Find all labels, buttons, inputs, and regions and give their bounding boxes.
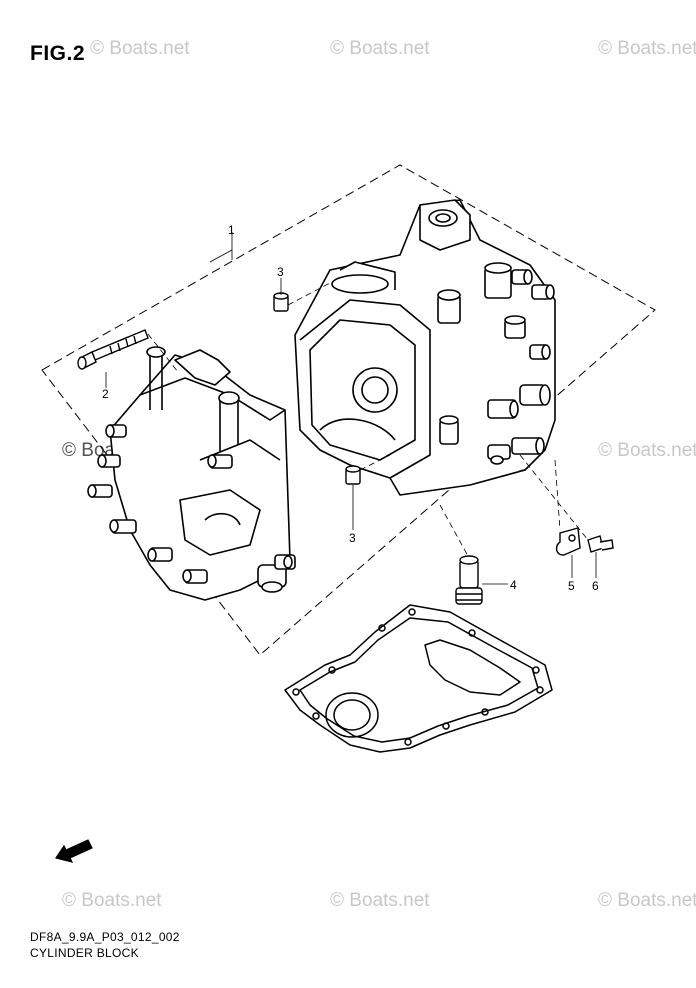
dashed-assembly-lines [147,282,589,557]
callout-1: 1 [228,223,235,237]
callout-3-upper: 3 [277,265,284,279]
clip-part-5 [555,527,581,556]
dowel-pin-part-3-lower [345,465,361,485]
watermark: © Boats.net [598,890,696,911]
fwd-label: FWD [71,843,87,854]
diagram-code: DF8A_9.9A_P03_012_002 [30,930,180,944]
watermark: © Boats.net [330,38,430,59]
watermark: © Boats.net [90,38,190,59]
fitting-part-4 [455,555,483,605]
watermark: © Boats.net [598,38,696,59]
diagram-caption: CYLINDER BLOCK [30,946,139,960]
cylinder-block-right-half [294,199,556,496]
watermark: © Boats.net [62,890,162,911]
dowel-pin-part-3-upper [273,292,289,312]
leader-lines [105,232,597,585]
watermark: © Boats.net [598,440,696,461]
callout-3-lower: 3 [349,531,356,545]
watermark: © Boats.net [330,890,430,911]
gasket [284,604,553,753]
callout-2: 2 [102,387,109,401]
screw-part-6 [587,535,614,553]
cylinder-block-left-half [87,346,296,601]
figure-title: FIG.2 [30,42,86,65]
callout-6: 6 [592,579,599,593]
bolt-part-2 [77,329,149,370]
forward-arrow-icon [55,839,93,863]
callout-4: 4 [510,578,517,592]
callout-5: 5 [568,579,575,593]
